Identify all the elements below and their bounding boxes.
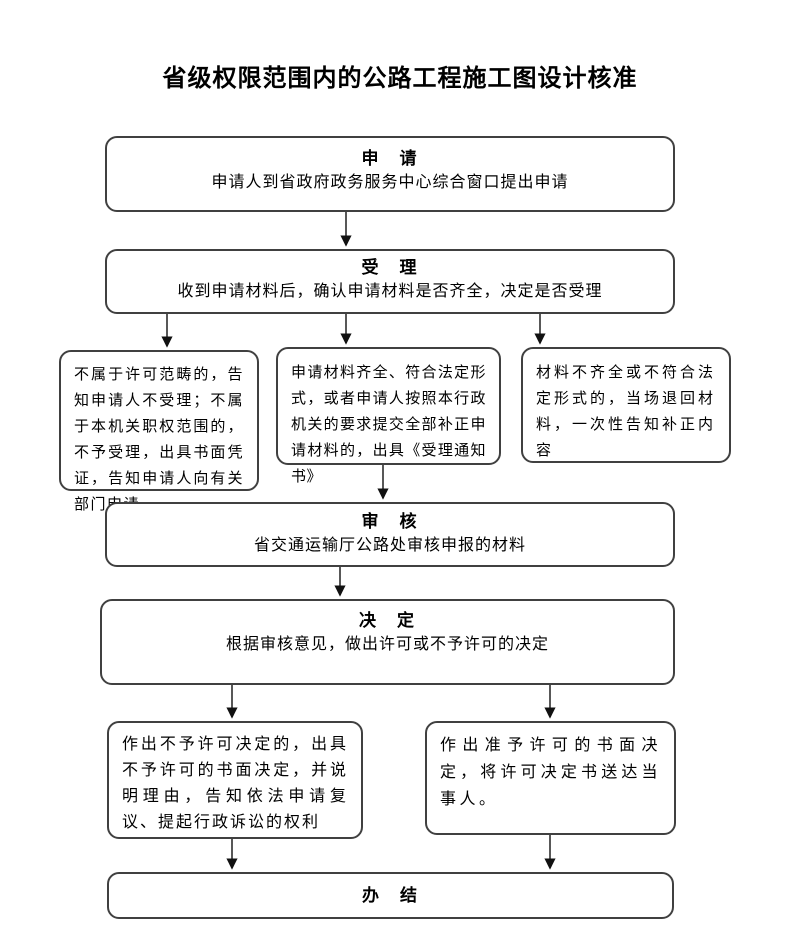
step-accept-heading: 受 理 xyxy=(361,258,419,277)
step-review-heading: 审 核 xyxy=(361,512,419,531)
branch-accept-notice: 申请材料齐全、符合法定形式，或者申请人按照本行政机关的要求提交全部补正申请材料的… xyxy=(276,347,501,485)
step-review-body: 省交通运输厅公路处审核申报的材料 xyxy=(253,537,526,554)
step-decide-body: 根据审核意见，做出许可或不予许可的决定 xyxy=(225,636,549,653)
step-apply-heading: 申 请 xyxy=(361,149,419,168)
outcome-deny: 作出不予许可决定的，出具不予许可的书面决定，并说明理由，告知依法申请复议、提起行… xyxy=(107,721,363,839)
step-accept: 受 理 收到申请材料后，确认申请材料是否齐全，决定是否受理 xyxy=(105,249,675,314)
step-accept-body: 收到申请材料后，确认申请材料是否齐全，决定是否受理 xyxy=(177,283,603,300)
step-apply: 申 请 申请人到省政府政务服务中心综合窗口提出申请 xyxy=(105,136,675,212)
step-decide: 决 定 根据审核意见，做出许可或不予许可的决定 xyxy=(100,599,675,685)
step-review: 审 核 省交通运输厅公路处审核申报的材料 xyxy=(105,502,675,567)
step-decide-heading: 决 定 xyxy=(359,611,416,630)
page-title: 省级权限范围内的公路工程施工图设计核准 xyxy=(162,65,638,92)
step-complete: 办 结 xyxy=(107,872,674,919)
branch-not-in-scope: 不属于许可范畴的，告知申请人不受理；不属于本机关职权范围的，不予受理，出具书面凭… xyxy=(59,350,259,513)
branch-return-materials: 材料不齐全或不符合法定形式的，当场退回材料，一次性告知补正内容 xyxy=(521,347,731,463)
step-complete-heading: 办 结 xyxy=(362,885,419,905)
outcome-grant: 作出准予许可的书面决定，将许可决定书送达当事人。 xyxy=(425,721,676,835)
step-apply-body: 申请人到省政府政务服务中心综合窗口提出申请 xyxy=(211,174,569,191)
